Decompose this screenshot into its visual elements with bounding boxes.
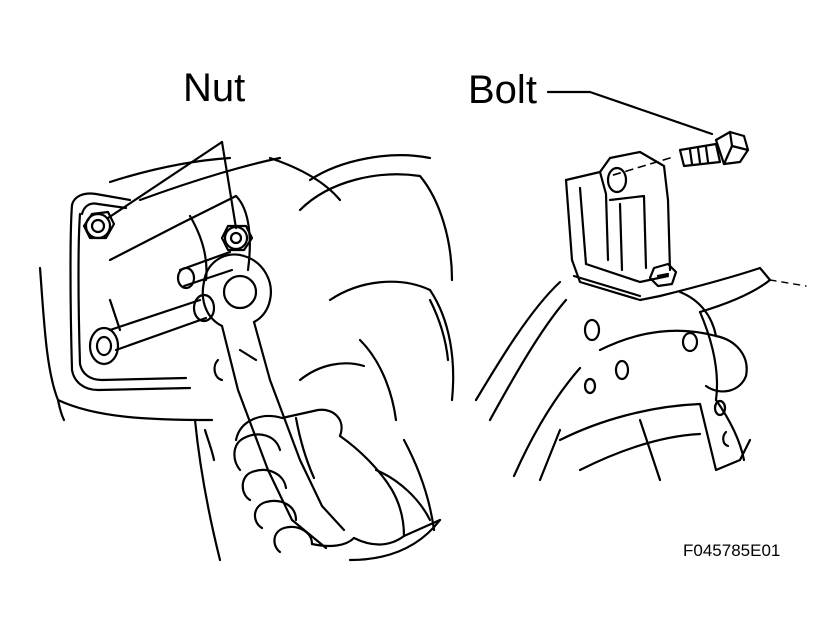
bolt-label: Bolt — [468, 68, 537, 112]
left-illustration — [38, 140, 455, 562]
bolt-alignment-line — [609, 157, 671, 177]
ratchet-wrench — [201, 253, 346, 550]
nut-lower-left — [88, 326, 120, 366]
right-illustration — [474, 90, 807, 482]
nut-upper-left — [82, 210, 116, 240]
nut-leader-lines — [106, 140, 238, 230]
body-apron — [474, 266, 807, 482]
figure-code: F045785E01 — [683, 541, 781, 560]
socket-extension — [108, 250, 234, 352]
nut-upper-right — [220, 224, 254, 252]
nut-label: Nut — [183, 66, 246, 110]
hand — [233, 408, 442, 554]
mounting-frame — [69, 192, 192, 392]
bolt — [678, 130, 750, 168]
bracket-base-bolt — [648, 262, 678, 288]
bracket-outline — [108, 194, 251, 332]
body-panel-lines — [38, 156, 450, 562]
sleeve — [298, 154, 455, 562]
bolt-leader-line — [546, 90, 714, 136]
apron-holes — [583, 318, 730, 448]
mounting-bracket — [564, 150, 672, 302]
